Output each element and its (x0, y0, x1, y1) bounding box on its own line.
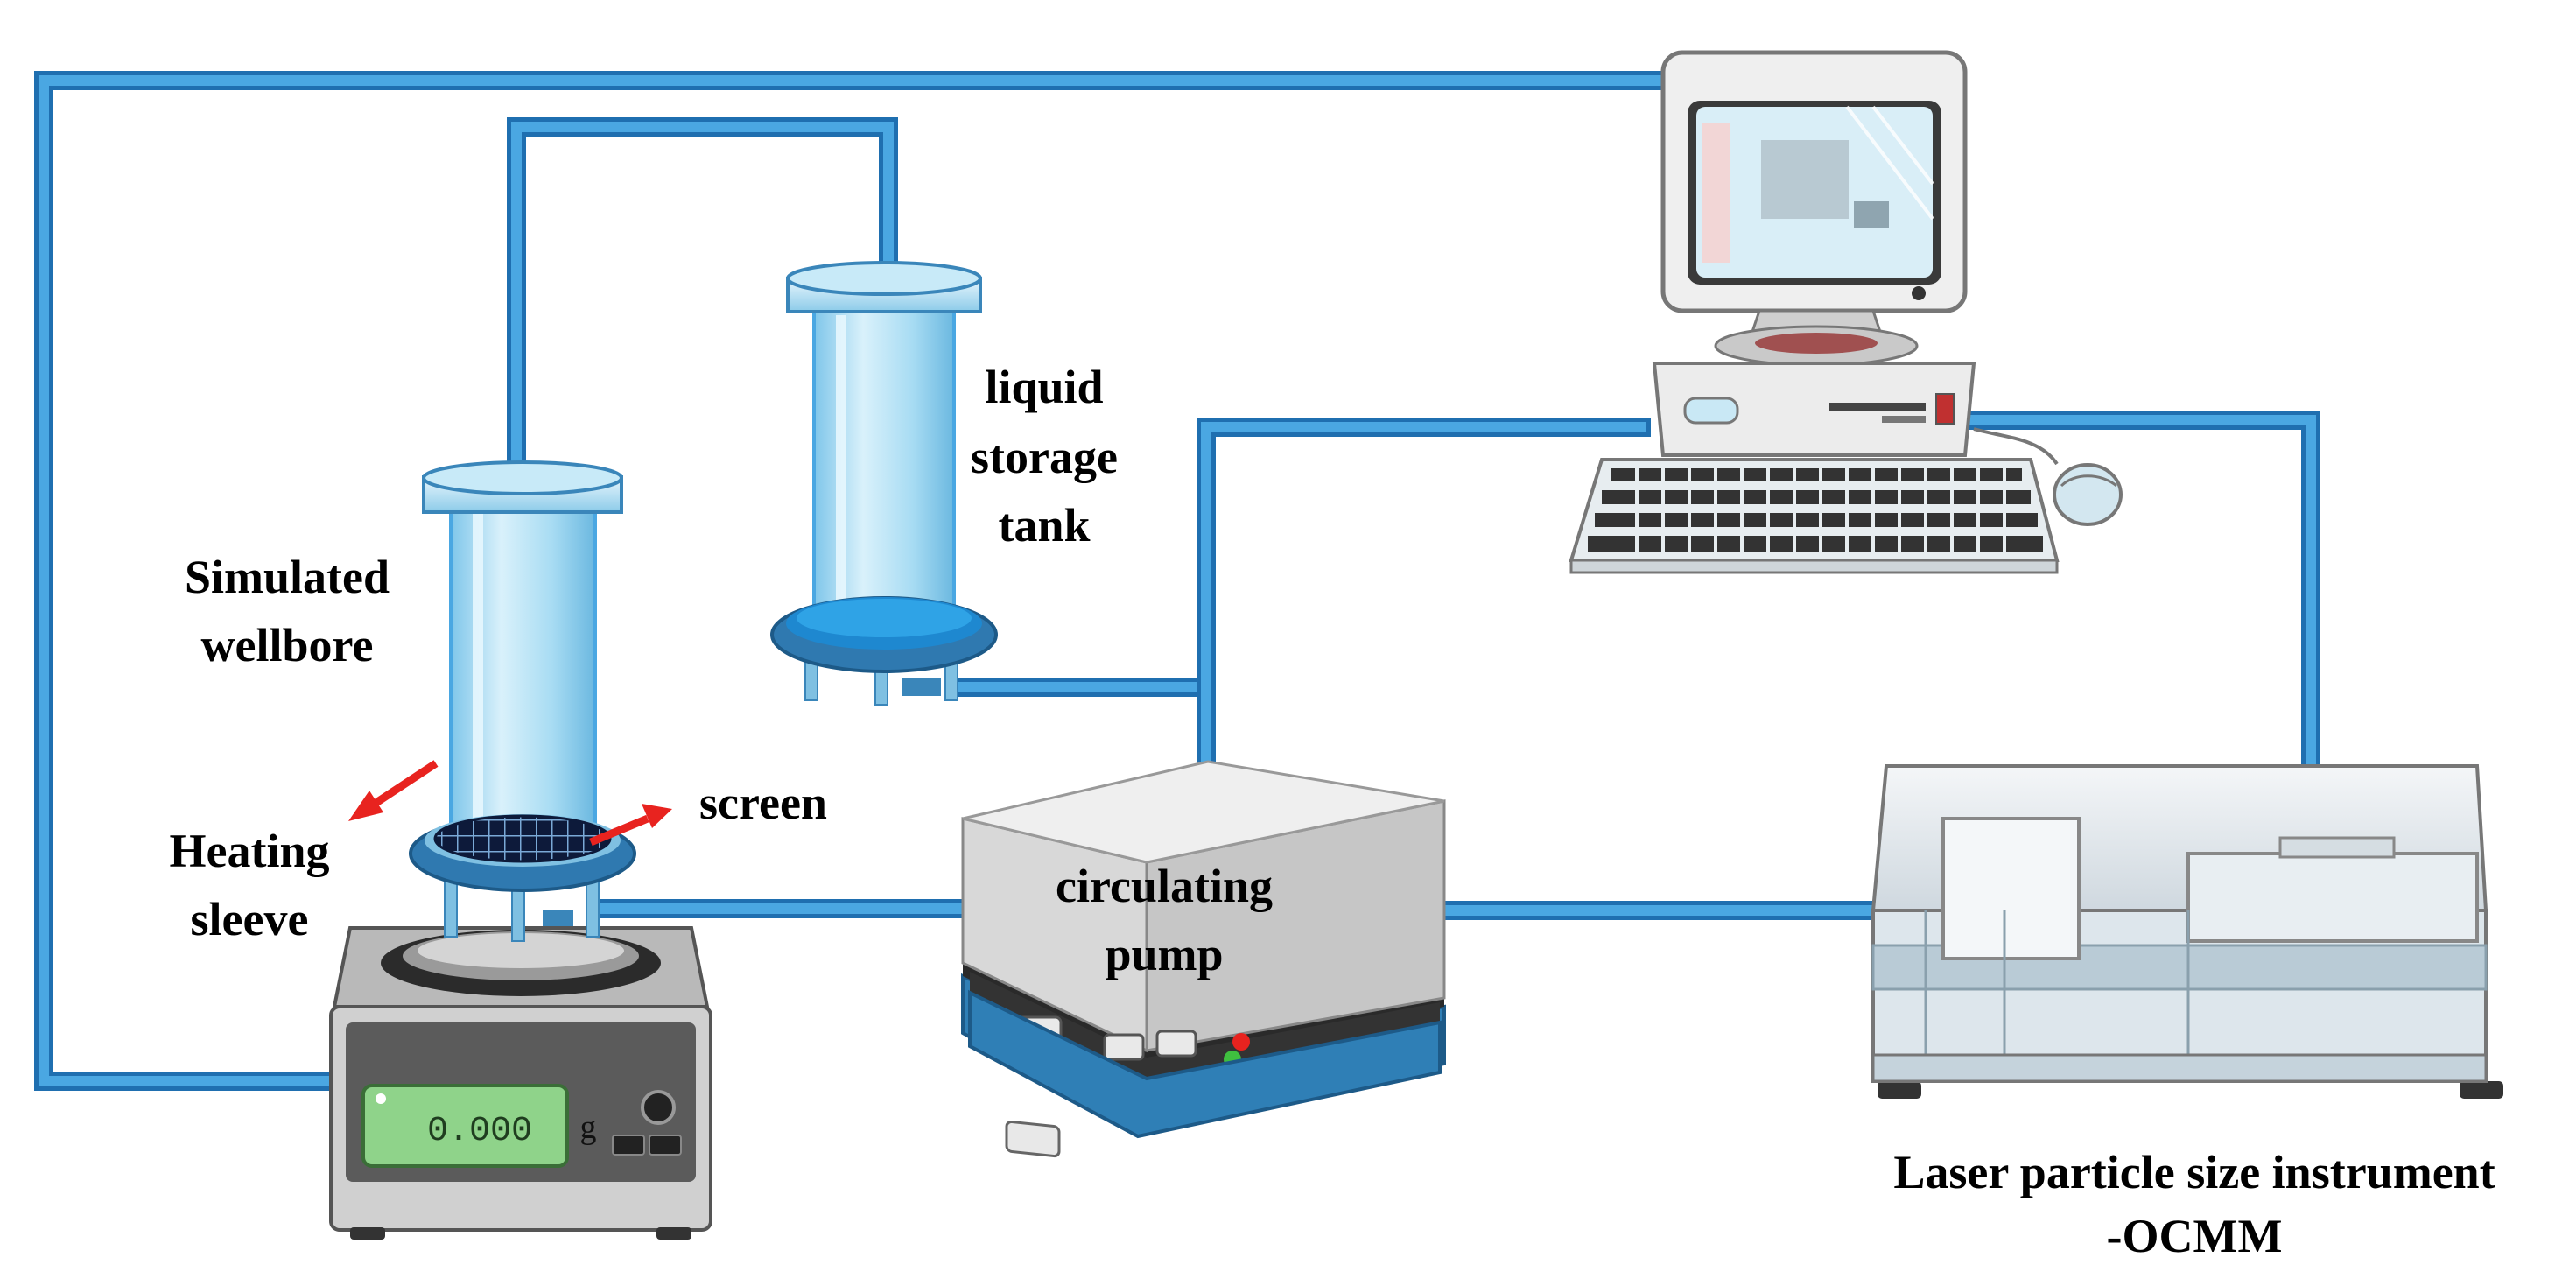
label-simulated-wellbore-2: wellbore (201, 619, 374, 671)
balance-display-value: 0.000 (427, 1112, 532, 1151)
arrow-heating-sleeve (369, 760, 439, 809)
label-screen: screen (699, 777, 827, 829)
pipe-pump-computer (1197, 418, 1651, 784)
arrow-screen (589, 814, 649, 847)
pump-icon (961, 760, 1446, 1158)
pipes (34, 71, 2320, 1091)
labels: Simulated wellbore Heating sleeve screen… (170, 361, 2495, 1262)
label-liquid-storage-tank-1: liquid (985, 361, 1103, 413)
label-liquid-storage-tank-3: tank (998, 499, 1090, 552)
mouse-icon (1973, 427, 2123, 526)
computer-icon (1652, 50, 1976, 457)
label-laser-instrument-2: -OCMM (2107, 1210, 2283, 1262)
arrows (348, 760, 672, 847)
balance-icon: 0.000 g (329, 926, 712, 1240)
label-laser-instrument-1: Laser particle size instrument (1893, 1146, 2495, 1198)
keyboard-icon (1569, 458, 2060, 574)
balance-display (361, 1084, 569, 1168)
label-heating-sleeve-2: sleeve (191, 893, 309, 945)
label-liquid-storage-tank-2: storage (971, 431, 1118, 483)
screen-mesh (433, 814, 612, 863)
simulated-wellbore (409, 460, 636, 942)
label-heating-sleeve-1: Heating (170, 825, 330, 877)
label-circulating-pump-1: circulating (1056, 860, 1273, 912)
label-simulated-wellbore-1: Simulated (185, 551, 390, 603)
laser-instrument-icon (1871, 764, 2503, 1099)
balance-unit: g (580, 1109, 597, 1146)
label-circulating-pump-2: pump (1105, 928, 1223, 980)
tank-icon (770, 261, 998, 706)
